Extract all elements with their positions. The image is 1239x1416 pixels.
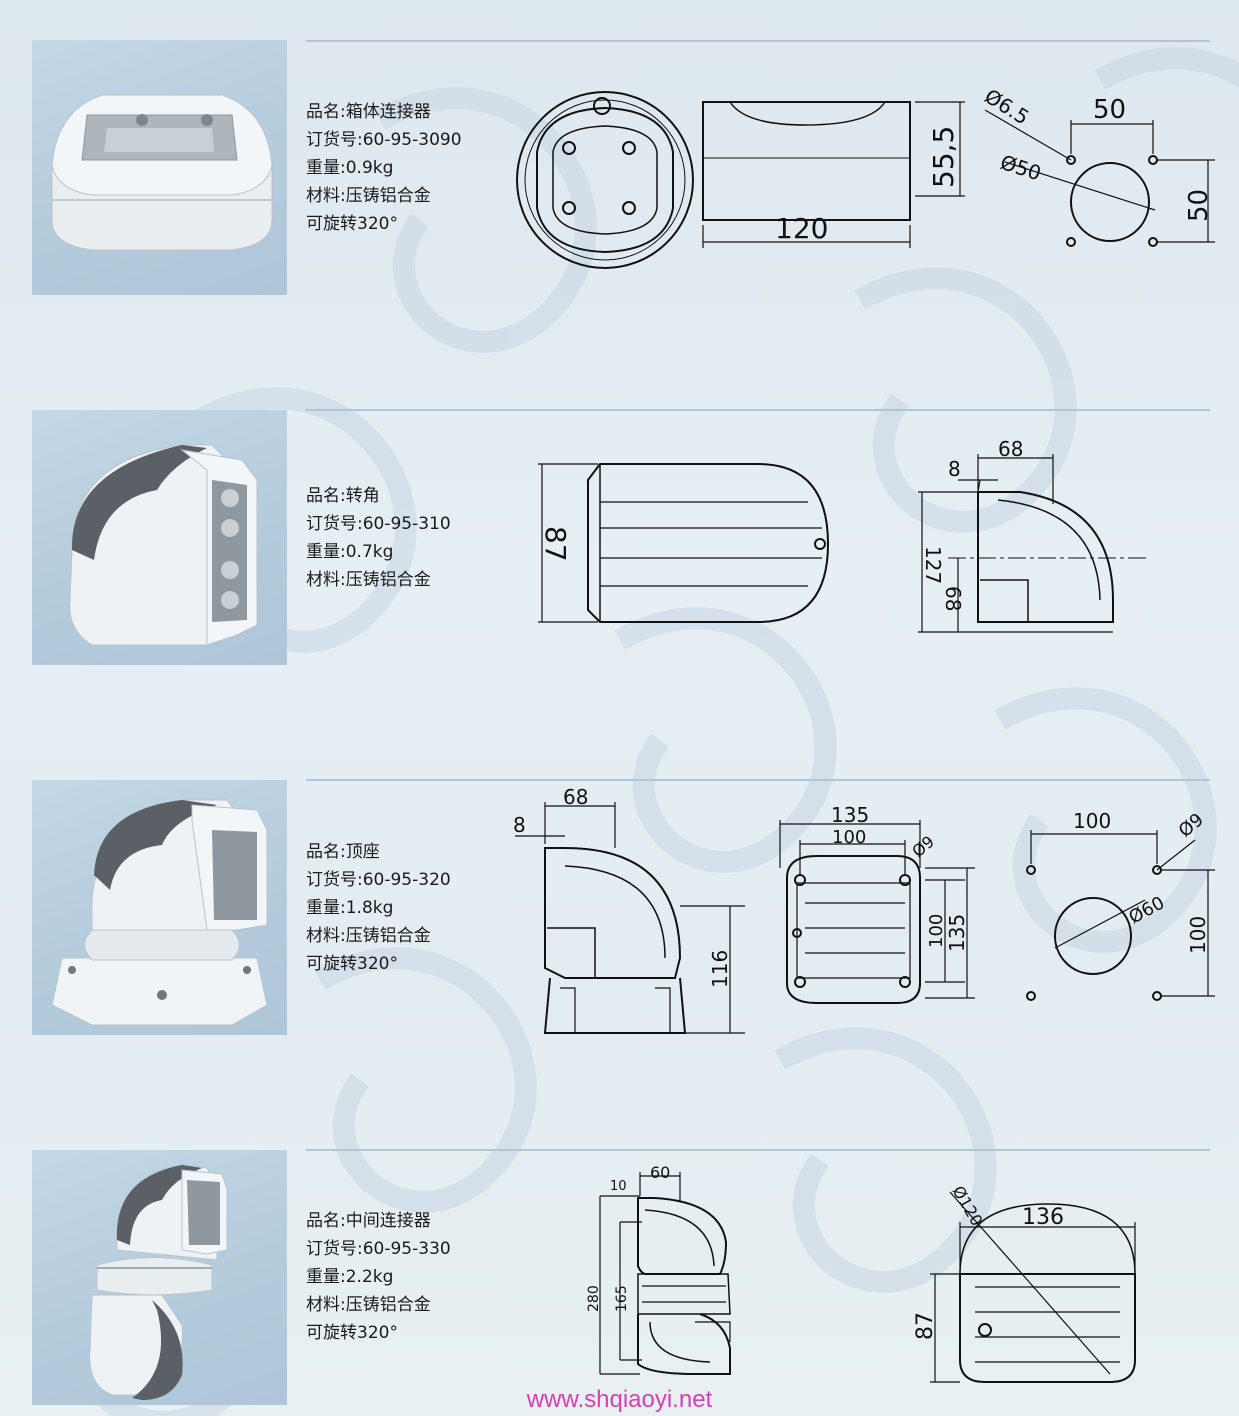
dim-height: 55,5 [927, 126, 960, 188]
dim-diameter: Ø120 [949, 1183, 987, 1230]
product-order-number: 订货号:60-95-310 [306, 514, 451, 534]
section-2-rule [306, 409, 1210, 411]
product-order-number: 订货号:60-95-320 [306, 870, 451, 890]
dim-corner-diameter: Ø9 [908, 832, 938, 861]
product-material: 材料:压铸铝合金 [306, 1295, 431, 1315]
technical-drawing-1: 55,5 120 50 50 Ø6.5 Ø50 [516, 84, 1215, 269]
section-3-rule [306, 779, 1210, 781]
product-info-3: 品名:顶座 订货号:60-95-320 重量:1.8kg 材料:压铸铝合金 可旋… [306, 838, 451, 978]
product-weight: 重量:1.8kg [306, 898, 394, 918]
product-material: 材料:压铸铝合金 [306, 570, 431, 590]
dim-mid-height: 165 [614, 1285, 630, 1312]
product-name: 品名:转角 [306, 486, 380, 506]
technical-drawing-3: 68 8 116 135 100 100 135 Ø9 100 100 Ø9 Ø… [513, 788, 1215, 1034]
dim-inner-vertical: 100 [926, 914, 947, 948]
dim-lower-height: 68 [941, 586, 965, 611]
product-photo-box-connector [32, 40, 287, 295]
dim-top-width: 68 [563, 788, 588, 809]
product-name: 品名:顶座 [306, 842, 380, 862]
dim-hole-spacing-y: 50 [1184, 189, 1214, 222]
section-1-rule [306, 40, 1210, 42]
product-weight: 重量:0.9kg [306, 158, 394, 178]
dim-center-diameter: Ø50 [997, 150, 1044, 186]
dim-width: 136 [1022, 1205, 1064, 1230]
product-weight: 重量:0.7kg [306, 542, 394, 562]
dim-top-width: 68 [998, 440, 1023, 461]
website-url[interactable]: www.shqiaoyi.net [526, 1386, 713, 1413]
dim-side-height: 87 [539, 526, 572, 562]
product-rotation: 可旋转320° [306, 954, 398, 974]
dim-plate-y: 100 [1186, 916, 1210, 954]
dim-inner: 100 [832, 827, 866, 848]
product-name: 品名:中间连接器 [306, 1211, 431, 1231]
product-info-4: 品名:中间连接器 订货号:60-95-330 重量:2.2kg 材料:压铸铝合金… [306, 1207, 451, 1347]
product-weight: 重量:2.2kg [306, 1267, 394, 1287]
dim-outer-vertical: 135 [945, 914, 969, 952]
product-material: 材料:压铸铝合金 [306, 926, 431, 946]
dim-top-width: 60 [650, 1163, 670, 1182]
product-info-1: 品名:箱体连接器 订货号:60-95-3090 重量:0.9kg 材料:压铸铝合… [306, 98, 462, 238]
product-rotation: 可旋转320° [306, 214, 398, 234]
dim-width: 120 [775, 212, 828, 245]
product-photo-middle-connector [32, 1150, 287, 1405]
dim-total-height: 127 [921, 546, 945, 584]
product-rotation: 可旋转320° [306, 1323, 398, 1343]
technical-drawing-2: 87 68 8 127 68 [538, 440, 1148, 633]
product-photo-corner [32, 410, 287, 665]
dim-height: 116 [708, 950, 732, 988]
dim-offset: 8 [513, 813, 526, 837]
product-name: 品名:箱体连接器 [306, 102, 431, 122]
product-material: 材料:压铸铝合金 [306, 186, 431, 206]
product-order-number: 订货号:60-95-330 [306, 1239, 451, 1259]
technical-drawing-4: 10 60 280 165 136 87 Ø120 [586, 1163, 1136, 1383]
dim-offset: 10 [610, 1179, 627, 1194]
product-info-2: 品名:转角 订货号:60-95-310 重量:0.7kg 材料:压铸铝合金 [306, 482, 451, 594]
product-order-number: 订货号:60-95-3090 [306, 130, 462, 150]
dim-outer: 135 [831, 803, 869, 827]
dim-plate-center: Ø60 [1125, 892, 1168, 928]
dim-hole-spacing-x: 50 [1093, 95, 1126, 125]
dim-height: 87 [913, 1312, 938, 1340]
dim-offset: 8 [948, 457, 961, 481]
dim-plate-x: 100 [1073, 809, 1111, 833]
dim-plate-hole: Ø9 [1175, 809, 1208, 842]
product-photo-top-base [32, 780, 287, 1035]
dim-total-height: 280 [586, 1285, 602, 1312]
section-4-rule [306, 1149, 1210, 1151]
